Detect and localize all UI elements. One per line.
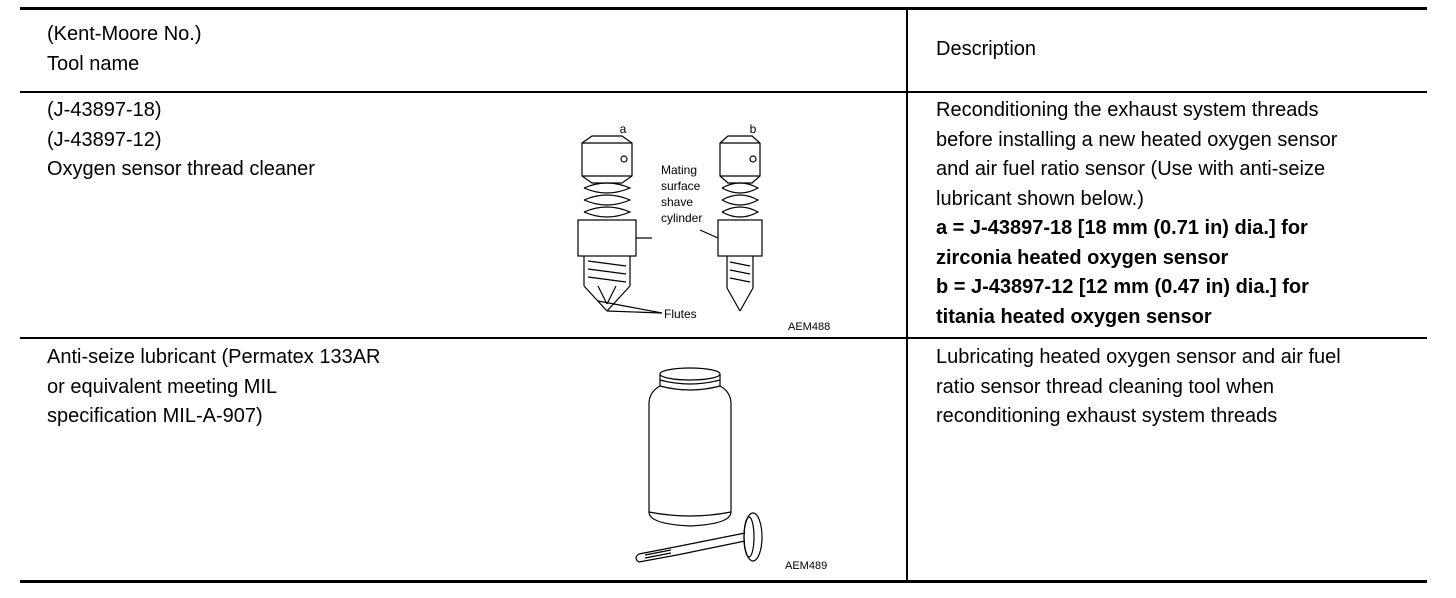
header-tool-line-2: Tool name	[47, 52, 140, 75]
row-2-desc-line-1: Lubricating heated oxygen sensor and air…	[936, 346, 1341, 368]
header-tool-cell: (Kent-Moore No.) Tool name	[47, 20, 202, 79]
figure-code-aem489: AEM489	[785, 560, 827, 572]
row-1-desc-bold-line-1: a = J-43897-18 [18 mm (0.71 in) dia.] fo…	[936, 217, 1308, 239]
row-2-tool-line-2: or equivalent meeting MIL	[47, 375, 278, 398]
row-1-tool-line-1: (J-43897-18)	[47, 99, 162, 121]
mating-callout-line-1: Mating	[661, 163, 697, 177]
tool-b-label: b	[750, 122, 757, 136]
flutes-callout: Flutes	[664, 307, 697, 321]
row-1-desc-bold-line-3: b = J-43897-12 [12 mm (0.47 in) dia.] fo…	[936, 276, 1309, 298]
row-2-tool-line-1: Anti-seize lubricant (Permatex 133AR	[47, 346, 381, 368]
row-1-description-cell: Reconditioning the exhaust system thread…	[936, 96, 1337, 332]
row-divider	[20, 337, 1427, 339]
mating-callout-line-2: surface	[661, 179, 701, 193]
header-tool-line-1: (Kent-Moore No.)	[47, 23, 202, 45]
anti-seize-lubricant-figure: AEM489	[635, 367, 827, 572]
row-1-tool-cell: (J-43897-18) (J-43897-12) Oxygen sensor …	[47, 96, 315, 185]
header-row-divider	[20, 91, 1427, 93]
mating-callout-line-3: shave	[661, 195, 693, 209]
row-2-desc-line-2: ratio sensor thread cleaning tool when	[936, 375, 1274, 398]
header-description: Description	[936, 38, 1037, 60]
oxygen-sensor-thread-cleaner-figure: a b Mating surface shave cylinder Flutes…	[577, 122, 830, 333]
row-1-desc-line-1: Reconditioning the exhaust system thread…	[936, 99, 1319, 121]
row-1-desc-line-4: lubricant shown below.)	[936, 187, 1144, 210]
row-1-tool-line-3: Oxygen sensor thread cleaner	[47, 158, 315, 180]
row-2-tool-cell: Anti-seize lubricant (Permatex 133AR or …	[47, 343, 380, 432]
figure-code-aem488: AEM488	[788, 321, 830, 333]
row-1-desc-bold-line-2: zirconia heated oxygen sensor	[936, 246, 1229, 269]
row-1-desc-bold-line-4: titania heated oxygen sensor	[936, 305, 1212, 328]
tool-b-drawing	[717, 135, 763, 312]
row-1-desc-line-3: and air fuel ratio sensor (Use with anti…	[936, 158, 1326, 180]
mating-callout-line-4: cylinder	[661, 211, 702, 225]
column-divider	[906, 10, 908, 580]
row-1-tool-line-2: (J-43897-12)	[47, 128, 162, 151]
row-2-desc-line-3: reconditioning exhaust system threads	[936, 405, 1278, 427]
tool-a-label: a	[620, 122, 627, 136]
applicator-brush-drawing	[635, 512, 763, 563]
special-tools-table: (Kent-Moore No.) Tool name Description (…	[20, 7, 1427, 583]
row-1-desc-line-2: before installing a new heated oxygen se…	[936, 128, 1338, 151]
row-2-description-cell: Lubricating heated oxygen sensor and air…	[936, 343, 1341, 432]
row-2-tool-line-3: specification MIL-A-907)	[47, 405, 263, 427]
tool-a-drawing	[577, 135, 637, 312]
lubricant-bottle-drawing	[648, 367, 732, 527]
